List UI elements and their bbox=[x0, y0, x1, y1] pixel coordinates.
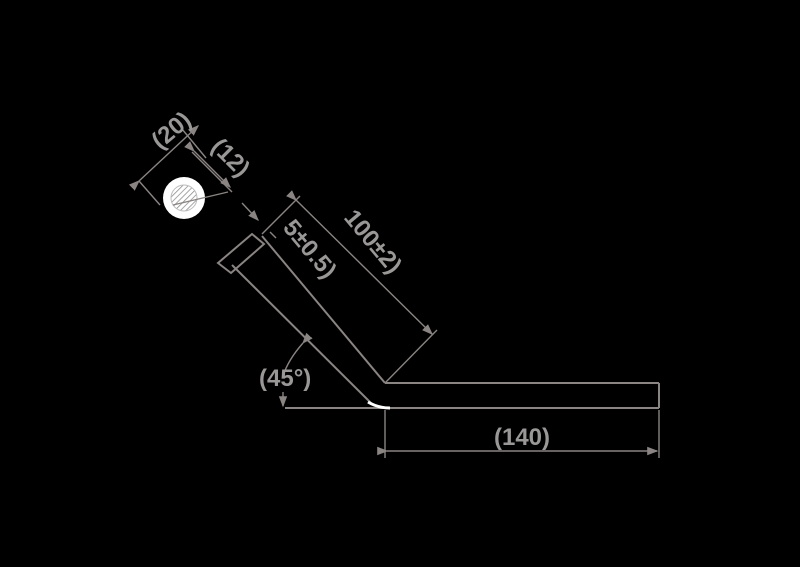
dim-label-5: 5±0.5) bbox=[277, 215, 341, 284]
dim-label-140: (140) bbox=[494, 424, 550, 451]
extension-line bbox=[384, 329, 438, 384]
dim-label-100: 100±2) bbox=[338, 205, 407, 279]
dimension-line-5 bbox=[269, 231, 277, 239]
dimension-line-12 bbox=[184, 141, 231, 188]
dimension-arrow-5 bbox=[241, 202, 259, 222]
dim-label-45: (45°) bbox=[259, 365, 311, 392]
dimension-line-100 bbox=[286, 190, 433, 335]
inner-hatched-circle bbox=[170, 184, 198, 212]
extension-line bbox=[172, 191, 229, 206]
dimension-line-20 bbox=[128, 125, 200, 191]
end-cap bbox=[216, 232, 266, 275]
dim-label-20: (20) bbox=[147, 106, 197, 154]
cross-section bbox=[128, 125, 233, 219]
dim-label-12: (12) bbox=[206, 133, 255, 182]
extension-line bbox=[138, 180, 161, 206]
